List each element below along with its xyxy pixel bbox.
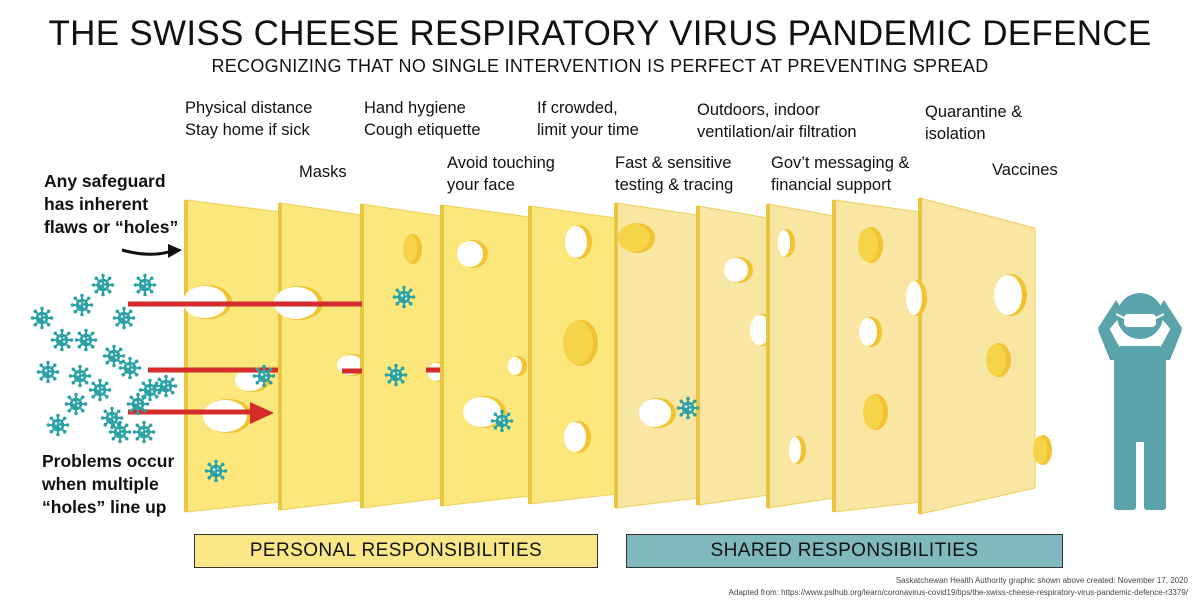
virus-icon [251,363,277,389]
leak-arrowhead [250,402,274,424]
virus-icon [125,391,151,417]
label-vaccines: Vaccines [992,161,1058,179]
cheese-slice-7 [696,205,775,506]
virus-icon [69,292,95,318]
cheese-slice-1 [183,199,281,513]
virus-icon [132,272,158,298]
shared-responsibilities-box: SHARED RESPONSIBILITIES [626,534,1063,568]
virus-icon [675,395,701,421]
virus-icon [137,377,163,403]
page-subtitle: RECOGNIZING THAT NO SINGLE INTERVENTION … [211,56,989,76]
cheese-slice-4 [440,204,531,507]
virus-icon [63,391,89,417]
virus-icon [107,419,133,445]
virus-icon [391,284,417,310]
cheese-slice-10 [906,197,1052,515]
curved-arrow-icon [121,244,182,258]
label-physical-distance: Physical distance Stay home if sick [185,99,313,139]
label-crowded: If crowded, limit your time [537,99,639,139]
virus-icon [90,272,116,298]
credit-created: Saskatchewan Health Authority graphic sh… [895,576,1188,585]
virus-icon [117,355,143,381]
virus-icon [49,327,75,353]
virus-icon [67,363,93,389]
credit-adapted-from: Adapted from: https://www.pslhub.org/lea… [728,588,1188,597]
cheese-slice-2 [274,202,368,511]
cheese-slice-5 [528,205,617,505]
virus-icon [73,327,99,353]
cheese-slice-3 [360,203,449,509]
label-masks: Masks [299,163,347,181]
leak-paths [128,301,440,424]
virus-icon [45,412,71,438]
note-holes-line-up: Problems occur when multiple “holes” lin… [42,451,175,517]
virus-icon [383,362,409,388]
virus-icon [131,419,157,445]
virus-icon [29,305,55,331]
virus-icon [35,359,61,385]
cheese-slice-8 [766,203,835,509]
label-testing-tracing: Fast & sensitive testing & tracing [615,154,734,194]
virus-icon [489,408,515,434]
personal-responsibilities-box: PERSONAL RESPONSIBILITIES [194,534,598,568]
virus-icon [87,377,113,403]
page-title: THE SWISS CHEESE RESPIRATORY VIRUS PANDE… [48,14,1152,53]
label-hand-hygiene: Hand hygiene Cough etiquette [364,99,481,139]
label-govt-messaging: Gov’t messaging & financial support [771,154,910,194]
virus-icon [203,458,229,484]
virus-icon [101,343,127,369]
virus-icon [111,305,137,331]
cheese-slice-6 [614,202,699,509]
label-ventilation: Outdoors, indoor ventilation/air filtrat… [697,101,857,141]
cheese-slice-9 [832,199,921,513]
note-inherent-flaws: Any safeguard has inherent flaws or “hol… [44,171,179,237]
label-avoid-touching: Avoid touching your face [447,154,555,194]
cheese-slices [183,197,1052,515]
label-quarantine: Quarantine & isolation [925,103,1023,143]
person-icon [1098,293,1182,510]
virus-icon [153,373,179,399]
